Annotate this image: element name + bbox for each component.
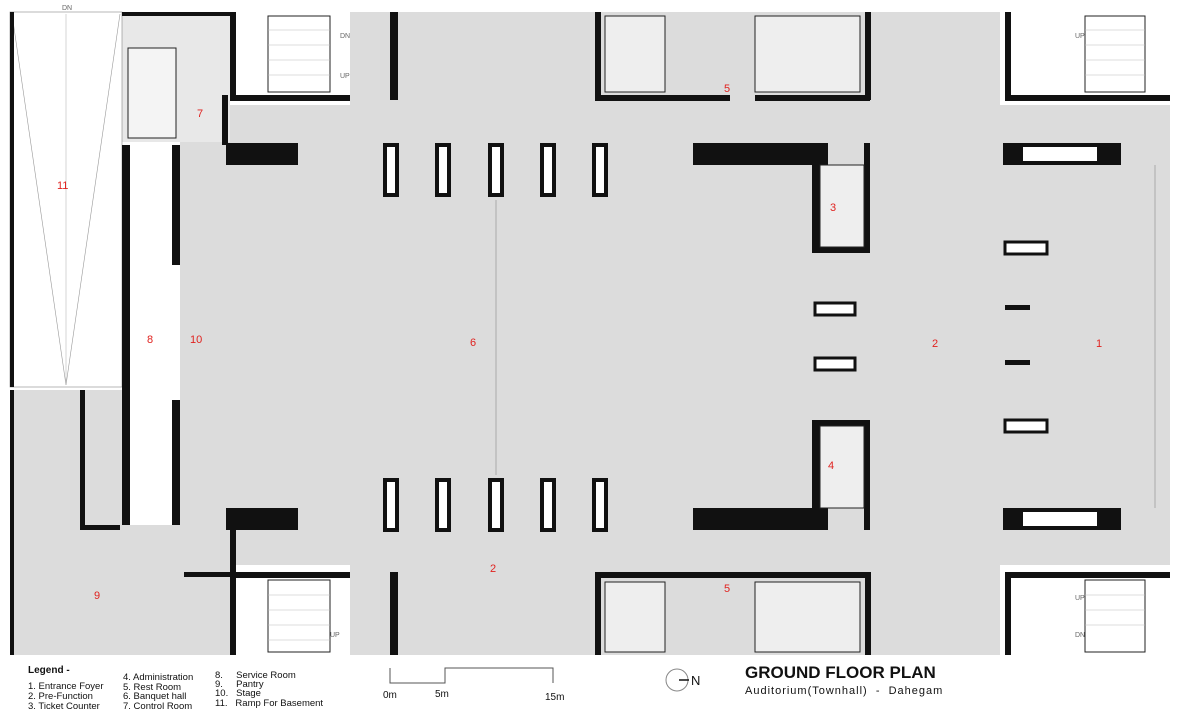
room-number-10: 10 — [190, 334, 202, 346]
plan-subtitle: Auditorium(Townhall) - Dahegam — [745, 685, 943, 697]
scale-mark: 0m — [383, 690, 397, 701]
floor-areas — [10, 12, 1170, 655]
legend-item: 10. Stage — [215, 688, 261, 699]
legend-item: 2. Pre-Function — [28, 691, 93, 702]
scale-mark: 15m — [545, 692, 564, 703]
room-number-5: 5 — [724, 83, 730, 95]
legend-heading: Legend - — [28, 665, 70, 676]
room-number-2: 2 — [490, 563, 496, 575]
stair-up-label: UP — [1075, 595, 1085, 602]
legend-item: 4. Administration — [123, 672, 193, 683]
stair-labels: DN UP UP UP UP DN — [330, 33, 1085, 639]
room-number-7: 7 — [197, 108, 203, 120]
room-number-11: 11 — [57, 180, 68, 192]
walls — [10, 12, 1170, 655]
legend-item: 9. Pantry — [215, 679, 264, 690]
legend-item: 3. Ticket Counter — [28, 701, 100, 712]
legend-item: 8. Service Room — [215, 670, 296, 681]
room-number-2: 2 — [932, 338, 938, 350]
room-numbers: 11 7 8 10 6 5 5 3 4 2 2 1 9 — [57, 83, 1102, 602]
room-number-4: 4 — [828, 460, 834, 472]
legend-item: 1. Entrance Foyer — [28, 681, 104, 692]
legend-item: 6. Banquet hall — [123, 691, 186, 702]
stair-up-label: UP — [1075, 33, 1085, 40]
stair-rooms — [127, 15, 1146, 653]
room-number-6: 6 — [470, 337, 476, 349]
legend-item: 5. Rest Room — [123, 682, 181, 693]
columns — [383, 143, 1097, 532]
room-number-5: 5 — [724, 583, 730, 595]
ramp-for-basement: DN — [9, 5, 123, 388]
room-number-1: 1 — [1096, 338, 1102, 350]
north-label: N — [691, 673, 700, 688]
stair-up-label: UP — [340, 73, 350, 80]
stair-treads — [268, 29, 1145, 641]
scale-mark: 5m — [435, 689, 449, 700]
stair-dn-label: DN — [1075, 632, 1085, 639]
room-number-8: 8 — [147, 334, 153, 346]
scale-bar: 0m 5m 15m — [383, 667, 564, 703]
legend-item: 11. Ramp For Basement — [215, 698, 323, 709]
room-number-9: 9 — [94, 590, 100, 602]
plan-title: GROUND FLOOR PLAN — [745, 663, 936, 682]
ramp-dn-label: DN — [62, 5, 72, 12]
stair-dn-label: DN — [340, 33, 350, 40]
north-arrow-icon: N — [665, 668, 700, 692]
legend-item: 7. Control Room — [123, 701, 192, 712]
legend: Legend - 1. Entrance Foyer 2. Pre-Functi… — [28, 665, 323, 712]
room-number-3: 3 — [830, 202, 836, 214]
stair-up-label: UP — [330, 632, 340, 639]
